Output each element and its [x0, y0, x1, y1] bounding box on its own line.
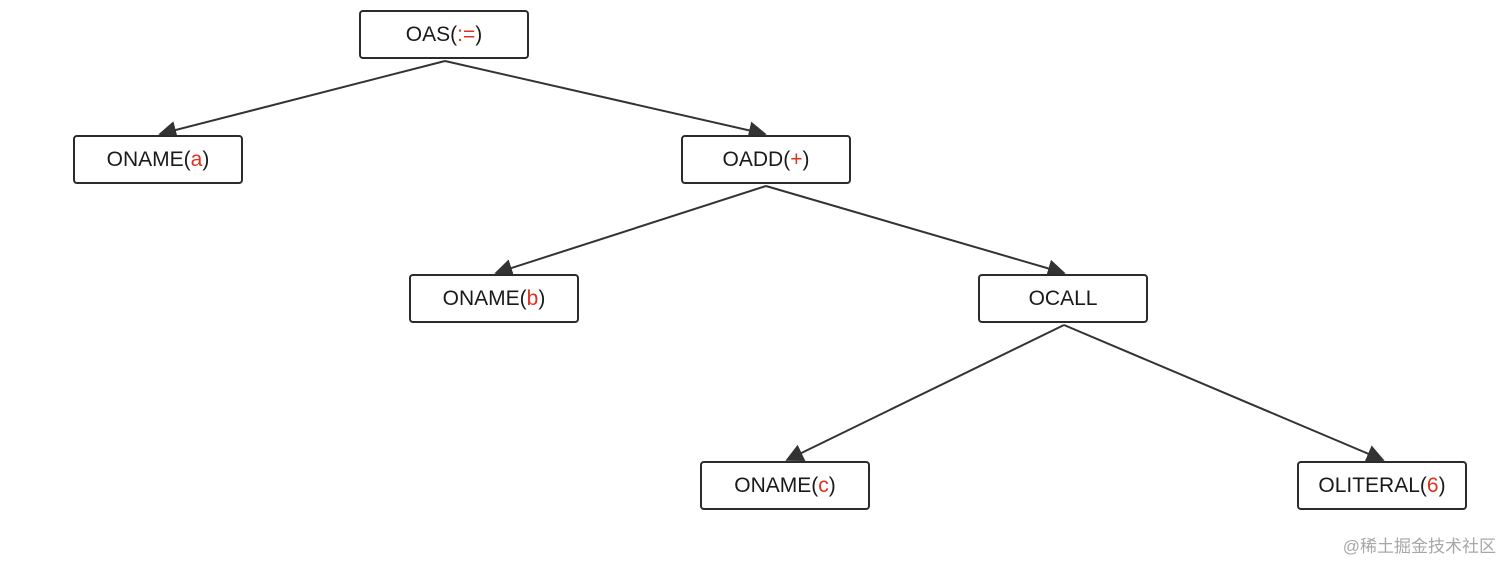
node-oas-arg: := [457, 22, 476, 46]
node-oliteral-name: OLITERAL [1318, 473, 1420, 497]
edge-oadd-to-ocall [765, 185, 1066, 278]
node-oadd: OADD(+) [681, 135, 851, 184]
node-oname-b-name: ONAME [442, 286, 520, 310]
edge-ocall-to-oname-c [785, 324, 1065, 461]
node-oname-c-name: ONAME [734, 473, 812, 497]
edge-oas-to-oname-a [158, 60, 446, 139]
watermark: @稀土掘金技术社区 [1342, 537, 1496, 556]
node-oas: OAS(:=) [359, 10, 529, 59]
edge-oadd-to-oname-b [494, 185, 767, 277]
node-oadd-arg: + [790, 147, 803, 171]
node-oname-b: ONAME(b) [409, 274, 579, 323]
node-oas-name: OAS [405, 22, 451, 46]
node-oname-c: ONAME(c) [700, 461, 870, 510]
node-oliteral: OLITERAL(6) [1297, 461, 1467, 510]
node-ocall: OCALL [978, 274, 1148, 323]
node-oname-c-arg: c [818, 473, 829, 497]
node-oname-b-arg: b [526, 286, 539, 310]
node-oname-a-arg: a [190, 147, 203, 171]
node-oname-a-name: ONAME [106, 147, 184, 171]
node-oname-a: ONAME(a) [73, 135, 243, 184]
node-oliteral-arg: 6 [1426, 473, 1439, 497]
edge-ocall-to-oliteral [1063, 324, 1385, 462]
node-oadd-name: OADD [722, 147, 784, 171]
edge-oas-to-oadd [444, 60, 767, 140]
node-ocall-name: OCALL [1028, 286, 1098, 310]
